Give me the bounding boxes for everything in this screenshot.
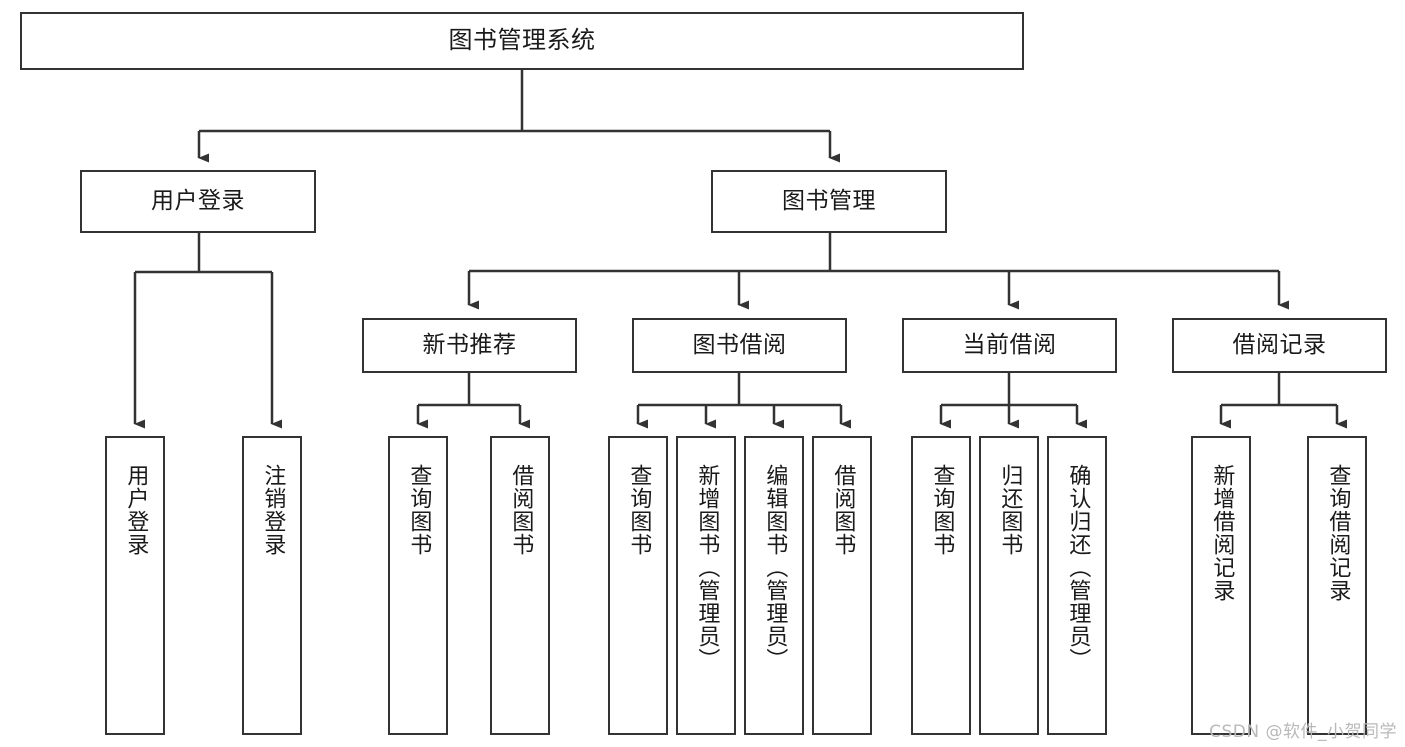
node-label: 新增图书（管理员） (694, 464, 720, 671)
node-label: 新书推荐 (422, 332, 517, 359)
node-label: 编辑图书（管理员） (762, 464, 788, 671)
node-label: 用户登录 (151, 188, 245, 215)
node-book-borrow[interactable]: 图书借阅 (632, 318, 847, 373)
leaf-query-borrow-record[interactable]: 查询借阅记录 (1307, 436, 1367, 735)
node-user-login[interactable]: 用户登录 (80, 170, 316, 233)
leaf-return-book[interactable]: 归还图书 (979, 436, 1039, 735)
node-label: 借阅图书 (508, 464, 534, 556)
node-label: 归还图书 (997, 464, 1023, 556)
node-borrow-record[interactable]: 借阅记录 (1172, 318, 1387, 373)
node-current-borrow[interactable]: 当前借阅 (902, 318, 1117, 373)
node-label: 查询图书 (406, 464, 432, 556)
leaf-edit-book-admin[interactable]: 编辑图书（管理员） (744, 436, 804, 735)
node-root-book-management-system[interactable]: 图书管理系统 (20, 12, 1024, 70)
leaf-query-book-current[interactable]: 查询图书 (911, 436, 971, 735)
node-book-management[interactable]: 图书管理 (711, 170, 947, 233)
node-label: 查询图书 (626, 464, 652, 556)
node-label: 新增借阅记录 (1209, 464, 1235, 602)
node-label: 借阅记录 (1232, 332, 1327, 359)
node-label: 注销登录 (260, 464, 286, 556)
leaf-query-book-borrow[interactable]: 查询图书 (608, 436, 668, 735)
node-label: 当前借阅 (962, 332, 1057, 359)
node-label: 确认归还（管理员） (1065, 464, 1091, 671)
leaf-user-login[interactable]: 用户登录 (105, 436, 165, 735)
leaf-logout[interactable]: 注销登录 (242, 436, 302, 735)
node-label: 借阅图书 (830, 464, 856, 556)
node-label: 图书管理 (782, 188, 876, 215)
leaf-add-book-admin[interactable]: 新增图书（管理员） (676, 436, 736, 735)
leaf-confirm-return-admin[interactable]: 确认归还（管理员） (1047, 436, 1107, 735)
node-label: 查询图书 (929, 464, 955, 556)
node-label: 查询借阅记录 (1325, 464, 1351, 602)
leaf-add-borrow-record[interactable]: 新增借阅记录 (1191, 436, 1251, 735)
leaf-query-book-new[interactable]: 查询图书 (388, 436, 448, 735)
node-label: 图书借阅 (692, 332, 787, 359)
leaf-borrow-book-new[interactable]: 借阅图书 (490, 436, 550, 735)
node-new-book-recommend[interactable]: 新书推荐 (362, 318, 577, 373)
node-label: 图书管理系统 (448, 26, 596, 55)
node-label: 用户登录 (123, 464, 149, 556)
leaf-borrow-book[interactable]: 借阅图书 (812, 436, 872, 735)
watermark-text: CSDN @软件_小贺同学 (1209, 722, 1397, 742)
